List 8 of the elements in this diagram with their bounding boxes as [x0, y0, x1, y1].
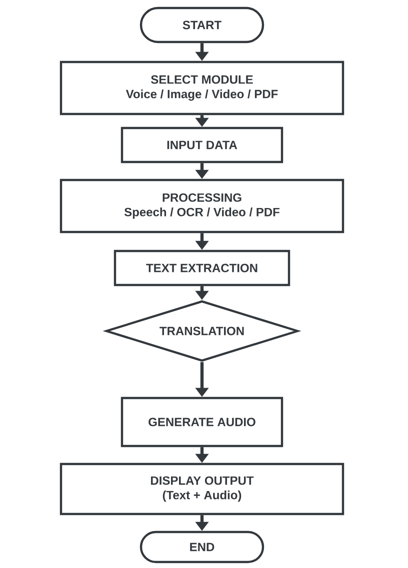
- start-terminal: START: [140, 6, 264, 44]
- end-terminal: END: [140, 530, 264, 564]
- process-box: SELECT MODULE Voice / Image / Video / PDF: [60, 60, 344, 116]
- process-box: GENERATE AUDIO: [120, 396, 284, 448]
- process-box: PROCESSING Speech / OCR / Video / PDF: [60, 178, 344, 234]
- process-box: TEXT EXTRACTION: [114, 250, 290, 286]
- process-box: INPUT DATA: [120, 126, 284, 164]
- process-box: DISPLAY OUTPUT (Text + Audio): [60, 462, 344, 516]
